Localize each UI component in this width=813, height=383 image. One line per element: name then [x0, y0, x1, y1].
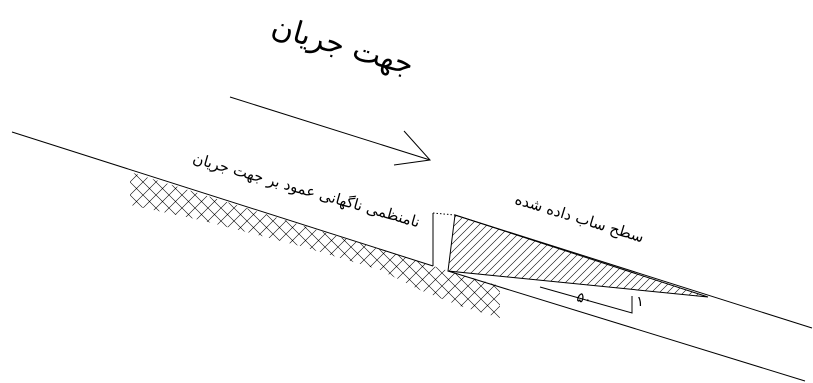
downstream-surface-line [454, 214, 813, 329]
downstream-bed-line [447, 270, 806, 382]
soil-hatch [130, 172, 500, 318]
flow-arrow [229, 96, 431, 166]
slope-indicator [539, 286, 633, 314]
ground-wedge [447, 214, 709, 298]
slope-run-label: ۵۰ [575, 289, 594, 309]
step-top [432, 212, 456, 216]
ground-surface-label: سطح ساب داده شده [513, 190, 646, 246]
flow-direction-label: جهت جریان [268, 9, 418, 83]
slope-rise-label: ۱ [636, 294, 644, 310]
upstream-surface-line [11, 131, 434, 267]
